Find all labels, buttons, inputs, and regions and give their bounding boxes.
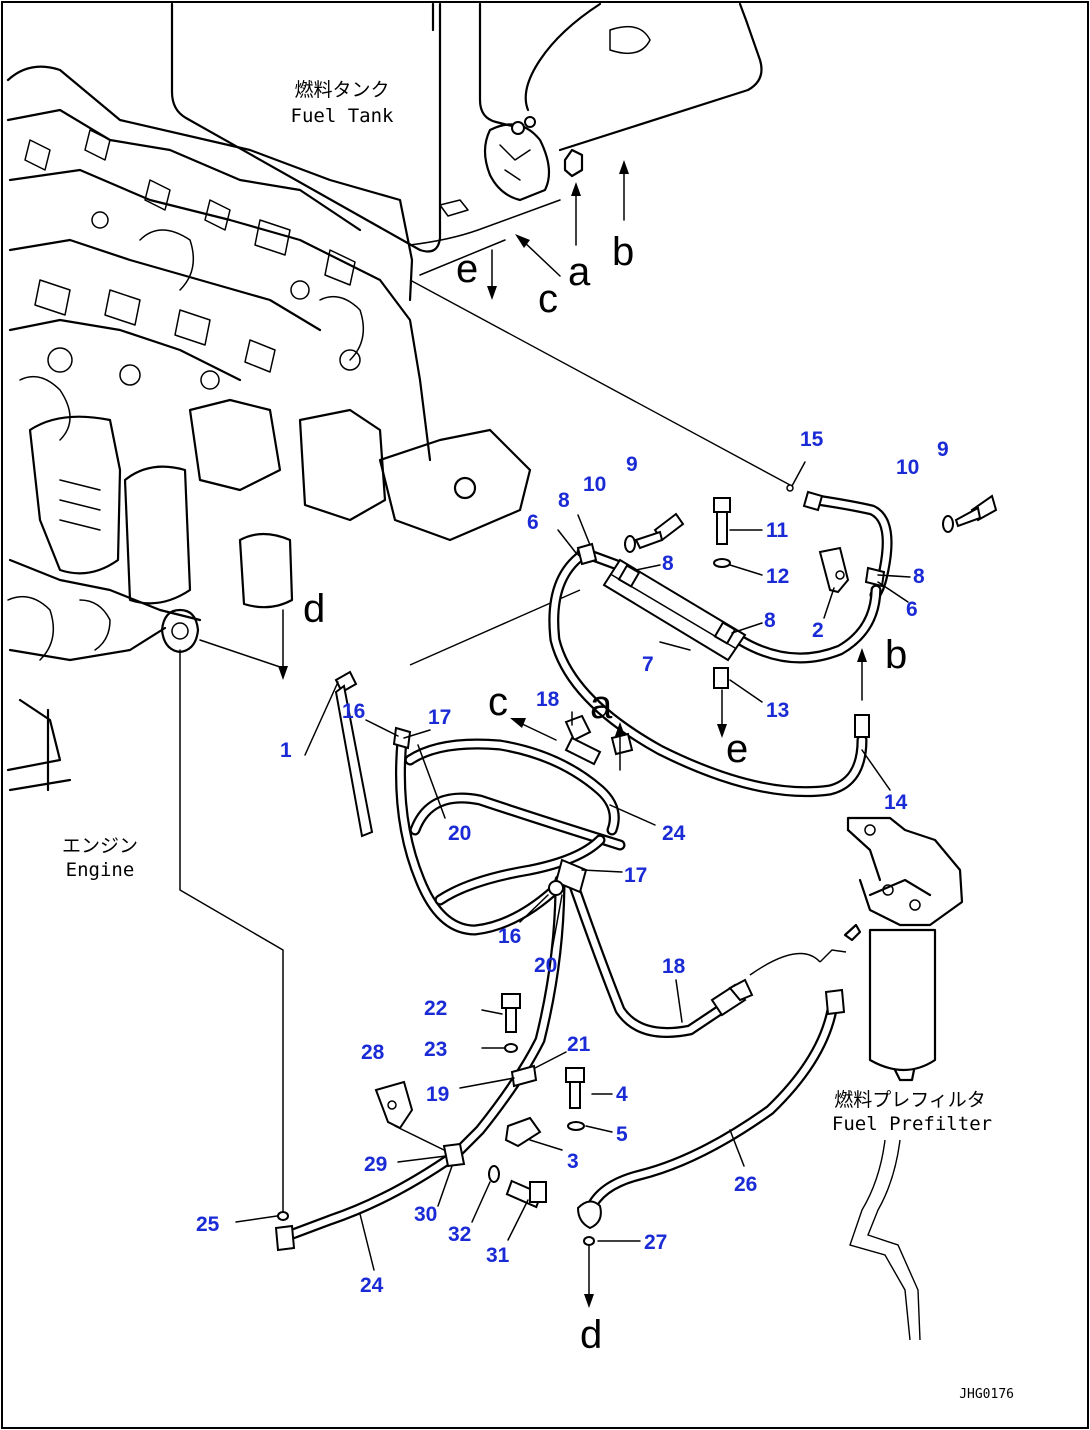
part-number-23: 23 bbox=[424, 1038, 447, 1061]
prefilter-jp-label: 燃料プレフィルタ bbox=[834, 1089, 986, 1111]
part-number-21: 21 bbox=[567, 1033, 591, 1056]
part-number-5: 5 bbox=[616, 1123, 628, 1146]
part-number-7: 7 bbox=[642, 653, 654, 676]
part-number-16: 16 bbox=[498, 925, 521, 948]
prefilter-en-label: Fuel Prefilter bbox=[832, 1113, 992, 1135]
part-number-8: 8 bbox=[558, 489, 570, 512]
part-number-1: 1 bbox=[280, 739, 292, 762]
letter-c-top: c bbox=[538, 277, 558, 321]
part-number-10: 10 bbox=[583, 473, 606, 496]
part-number-20: 20 bbox=[448, 822, 471, 845]
part-number-31: 31 bbox=[486, 1244, 510, 1267]
letter-b-right: b bbox=[885, 633, 907, 677]
part-number-8: 8 bbox=[913, 565, 925, 588]
main-hoses bbox=[235, 670, 846, 1308]
part-number-26: 26 bbox=[734, 1173, 757, 1196]
part-number-17: 17 bbox=[624, 864, 647, 887]
engine-block bbox=[6, 65, 791, 1219]
part-number-10: 10 bbox=[896, 456, 919, 479]
part-number-25: 25 bbox=[196, 1213, 220, 1236]
part-number-20: 20 bbox=[534, 954, 557, 977]
part-number-28: 28 bbox=[361, 1041, 385, 1064]
part-number-13: 13 bbox=[766, 699, 789, 722]
letter-a-mid: a bbox=[590, 683, 613, 727]
part-number-11: 11 bbox=[766, 519, 789, 542]
part-number-19: 19 bbox=[426, 1083, 449, 1106]
part-number-15: 15 bbox=[800, 428, 824, 451]
fuel-tank bbox=[170, 2, 763, 276]
part-number-8: 8 bbox=[764, 609, 776, 632]
letter-a-top: a bbox=[568, 250, 591, 294]
part-number-labels: 15 9 9 10 10 8 8 8 8 6 6 11 12 2 7 13 14… bbox=[196, 428, 949, 1297]
part-number-8: 8 bbox=[662, 552, 674, 575]
drawing-code: JHG0176 bbox=[959, 1387, 1014, 1402]
engine-en-label: Engine bbox=[66, 859, 135, 881]
fuel-prefilter bbox=[749, 816, 964, 1341]
part-number-4: 4 bbox=[616, 1083, 628, 1106]
part-number-17: 17 bbox=[428, 706, 451, 729]
part-number-3: 3 bbox=[567, 1150, 579, 1173]
letter-c-mid: c bbox=[488, 680, 508, 724]
part-number-9: 9 bbox=[626, 453, 638, 476]
part-number-14: 14 bbox=[884, 791, 908, 814]
part-number-24: 24 bbox=[360, 1274, 384, 1297]
fuel-tank-jp-label: 燃料タンク bbox=[294, 79, 389, 101]
part-number-6: 6 bbox=[527, 511, 539, 534]
fuel-tank-en-label: Fuel Tank bbox=[291, 105, 395, 127]
part-number-9: 9 bbox=[937, 438, 949, 461]
part-number-24: 24 bbox=[662, 822, 686, 845]
letter-d-bottom: d bbox=[580, 1313, 602, 1357]
part-number-16: 16 bbox=[342, 700, 365, 723]
engine-jp-label: エンジン bbox=[62, 835, 138, 857]
part-number-32: 32 bbox=[448, 1223, 471, 1246]
letter-b-top: b bbox=[612, 230, 634, 274]
part-number-29: 29 bbox=[364, 1153, 387, 1176]
letter-e-mid: e bbox=[726, 727, 748, 771]
part-number-30: 30 bbox=[414, 1203, 437, 1226]
part-number-12: 12 bbox=[766, 565, 789, 588]
part-number-27: 27 bbox=[644, 1231, 667, 1254]
letter-d-engine: d bbox=[303, 587, 325, 631]
top-connection-arrows bbox=[487, 160, 629, 300]
cooler-assembly bbox=[548, 461, 998, 798]
part-number-22: 22 bbox=[424, 997, 447, 1020]
part-number-18: 18 bbox=[662, 955, 686, 978]
letter-e-top: e bbox=[456, 247, 478, 291]
part-number-6: 6 bbox=[906, 598, 918, 621]
part-number-18: 18 bbox=[536, 688, 560, 711]
part-number-2: 2 bbox=[812, 619, 824, 642]
